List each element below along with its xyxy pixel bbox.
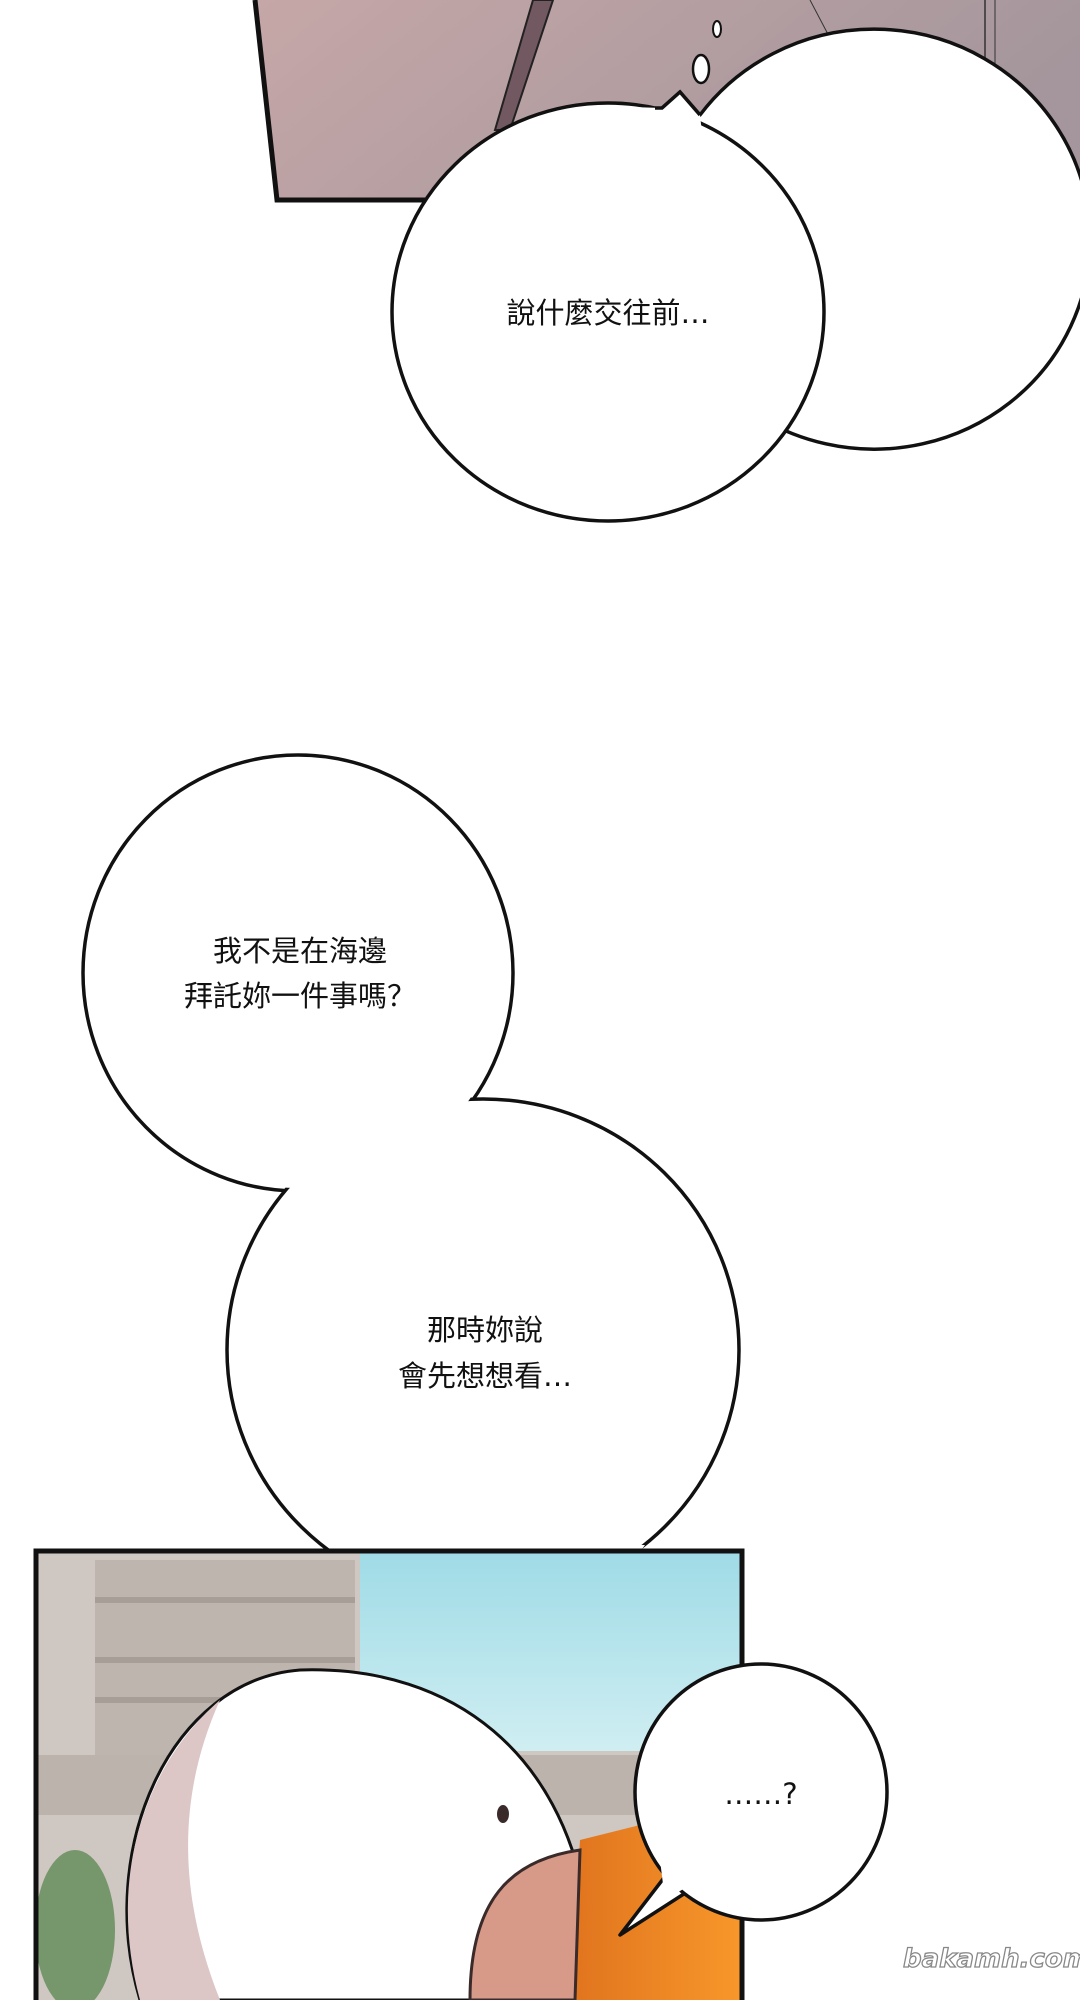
bubble-text-line-1: 那時妳說 bbox=[427, 1313, 543, 1347]
bubble-text-line-2: 拜託妳一件事嗎？ bbox=[184, 979, 416, 1013]
bubble-text-line-2: 會先想想看… bbox=[398, 1359, 572, 1393]
bubble-text: ……? bbox=[724, 1777, 797, 1811]
watermark: bakamh.com bbox=[903, 1944, 1080, 1974]
speech-bubble-3: ……? bbox=[618, 1662, 889, 1937]
bottom-panel bbox=[33, 1548, 745, 2000]
bubble-text-line-1: 我不是在海邊 bbox=[213, 934, 387, 968]
speech-bubble-2: 我不是在海邊 拜託妳一件事嗎？ 那時妳說 會先想想看… bbox=[81, 753, 741, 1614]
bubble-text: 說什麼交往前… bbox=[506, 296, 709, 330]
speech-bubble-1: 說什麼交往前… bbox=[390, 27, 1080, 523]
